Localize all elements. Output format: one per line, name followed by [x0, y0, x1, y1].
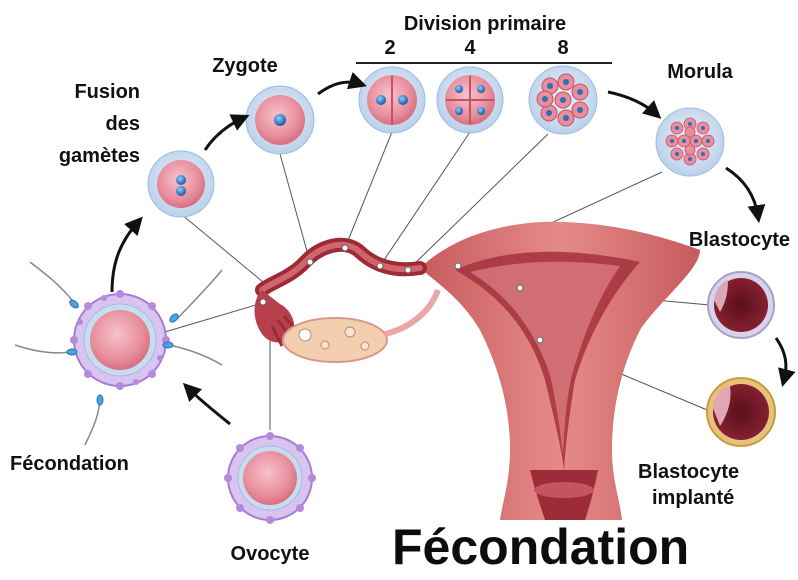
fertilization-egg	[15, 262, 222, 445]
four-cell-stage	[437, 67, 503, 133]
fusion-cell	[148, 151, 214, 217]
page-title: Fécondation	[392, 518, 792, 576]
ovocyte-cell	[224, 432, 316, 524]
label-ovocyte: Ovocyte	[210, 542, 330, 566]
label-division-8: 8	[543, 36, 583, 60]
eight-cell-stage	[529, 66, 597, 134]
blastocyte-cell	[708, 272, 774, 338]
label-zygote: Zygote	[190, 54, 300, 78]
implanted-blastocyte-cell	[707, 378, 775, 446]
label-fusion-line2: des	[40, 112, 140, 136]
label-fecondation: Fécondation	[10, 452, 190, 476]
label-blastocyte: Blastocyte	[640, 228, 790, 252]
label-blastocyte-implante-line2: implanté	[652, 486, 792, 510]
label-blastocyte-implante-line1: Blastocyte	[638, 460, 788, 484]
label-division-2: 2	[370, 36, 410, 60]
zygote-cell	[246, 86, 314, 154]
label-division-4: 4	[450, 36, 490, 60]
label-morula: Morula	[650, 60, 750, 84]
two-cell-stage	[359, 67, 425, 133]
label-fusion-line1: Fusion	[40, 80, 140, 104]
label-fusion-line3: gamètes	[20, 144, 140, 168]
label-division: Division primaire	[350, 12, 620, 36]
ovary	[283, 290, 438, 362]
morula-cell	[656, 108, 724, 176]
